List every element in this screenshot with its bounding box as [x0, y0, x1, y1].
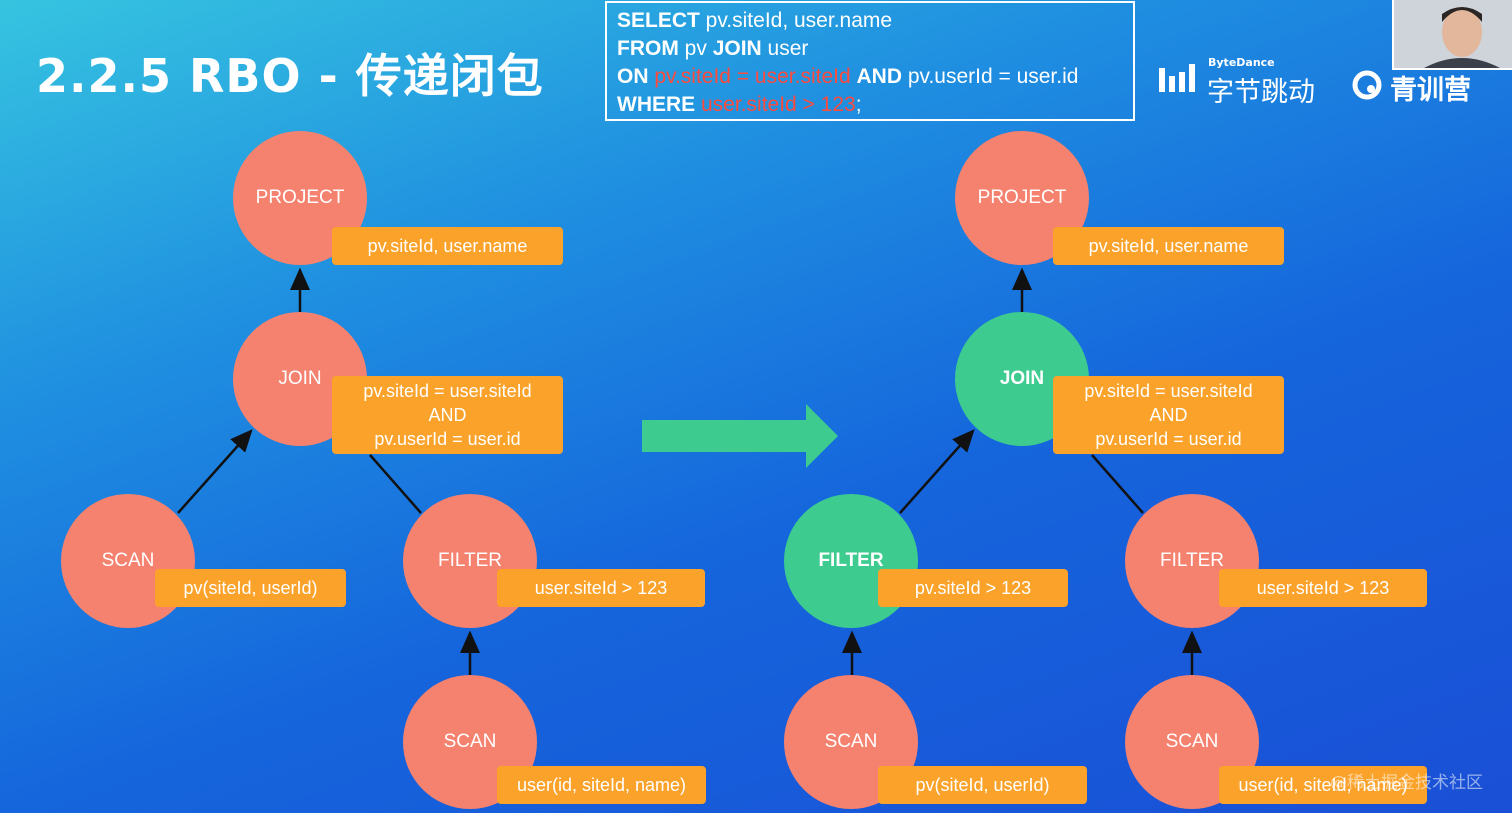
label-text: AND	[428, 405, 467, 425]
sql-text: pv	[678, 37, 713, 60]
label-text: pv(siteId, userId)	[915, 775, 1050, 795]
edge-filter-to-join	[899, 429, 975, 514]
edge-filter-to-join	[1091, 454, 1144, 514]
sql-line-where: WHERE user.siteId > 123;	[617, 91, 1123, 119]
sql-highlight: user.siteId > 123	[695, 93, 856, 116]
bytedance-wordmark: ByteDance	[1208, 56, 1275, 69]
sql-text: user	[761, 37, 809, 60]
left-project-node: PROJECT	[233, 131, 367, 265]
sql-text: ;	[855, 93, 862, 116]
label-text: pv.siteId = user.siteId	[363, 381, 532, 401]
node-title: FILTER	[437, 550, 503, 571]
label-text: pv.userId = user.id	[374, 429, 521, 449]
sql-text: pv.userId = user.id	[901, 65, 1079, 88]
label-text: user.siteId > 123	[534, 578, 668, 598]
node-title: SCAN	[443, 731, 497, 752]
bytedance-logo-icon	[1159, 64, 1195, 92]
sql-query-box: SELECT pv.siteId, user.name FROM pv JOIN…	[605, 1, 1135, 121]
left-project-label: pv.siteId, user.name	[332, 227, 563, 265]
right-filter-user-node: FILTER	[1125, 494, 1259, 628]
sql-keyword: FROM	[617, 37, 679, 60]
label-text: user(id, siteId, name)	[516, 775, 687, 795]
node-title: JOIN	[999, 368, 1045, 389]
sql-keyword: WHERE	[617, 93, 696, 116]
edge-scan-to-join	[177, 429, 253, 514]
node-title: FILTER	[1159, 550, 1225, 571]
node-title: FILTER	[818, 550, 884, 571]
slide-title: 2.2.5 RBO - 传递闭包	[36, 49, 544, 103]
node-title: PROJECT	[255, 187, 345, 208]
right-join-label: pv.siteId = user.siteId AND pv.userId = …	[1053, 376, 1284, 454]
left-scan-pv-node: SCAN	[61, 494, 195, 628]
webcam-overlay	[1392, 0, 1512, 70]
bytedance-name: 字节跳动	[1207, 77, 1315, 108]
left-filter-user-node: FILTER	[403, 494, 537, 628]
label-text: pv.userId = user.id	[1095, 429, 1242, 449]
right-filter-pv-node: FILTER	[784, 494, 918, 628]
watermark: @稀土掘金技术社区	[1330, 773, 1483, 793]
right-filter-pv-label: pv.siteId > 123	[878, 569, 1068, 607]
label-text: pv.siteId, user.name	[367, 236, 528, 256]
label-text: pv.siteId > 123	[914, 578, 1032, 598]
label-text: pv.siteId, user.name	[1088, 236, 1249, 256]
label-text: user.siteId > 123	[1256, 578, 1390, 598]
presenter-avatar-icon	[1394, 0, 1512, 68]
label-text: pv(siteId, userId)	[183, 578, 318, 598]
label-text: user(id, siteId, name)	[1238, 775, 1408, 795]
transform-arrow-icon	[642, 404, 838, 468]
node-title: SCAN	[101, 550, 155, 571]
node-title: PROJECT	[977, 187, 1067, 208]
right-scan-pv-label: pv(siteId, userId)	[878, 766, 1087, 804]
sql-line-select: SELECT pv.siteId, user.name	[617, 7, 1123, 35]
sql-keyword: JOIN	[712, 37, 762, 60]
node-title: JOIN	[278, 368, 322, 389]
right-project-label: pv.siteId, user.name	[1053, 227, 1284, 265]
label-text: AND	[1149, 405, 1188, 425]
sql-text: pv.siteId, user.name	[699, 9, 893, 32]
sql-highlight: pv.siteId = user.siteId	[648, 65, 857, 88]
left-filter-user-label: user.siteId > 123	[497, 569, 705, 607]
sql-keyword: AND	[856, 65, 902, 88]
sql-keyword: ON	[617, 65, 649, 88]
left-scan-user-label: user(id, siteId, name)	[497, 766, 706, 804]
left-scan-pv-label: pv(siteId, userId)	[155, 569, 346, 607]
edge-filter-to-join	[369, 454, 422, 514]
node-title: SCAN	[1165, 731, 1219, 752]
sql-line-on: ON pv.siteId = user.siteId AND pv.userId…	[617, 63, 1123, 91]
label-text: pv.siteId = user.siteId	[1084, 381, 1253, 401]
left-join-label: pv.siteId = user.siteId AND pv.userId = …	[332, 376, 563, 454]
camp-logo-icon	[1352, 70, 1382, 100]
sql-line-from: FROM pv JOIN user	[617, 35, 1123, 63]
right-filter-user-label: user.siteId > 123	[1219, 569, 1427, 607]
node-title: SCAN	[824, 731, 878, 752]
camp-name: 青训营	[1390, 75, 1471, 106]
right-scan-user-label: user(id, siteId, name)	[1219, 766, 1427, 804]
sql-keyword: SELECT	[617, 9, 700, 32]
